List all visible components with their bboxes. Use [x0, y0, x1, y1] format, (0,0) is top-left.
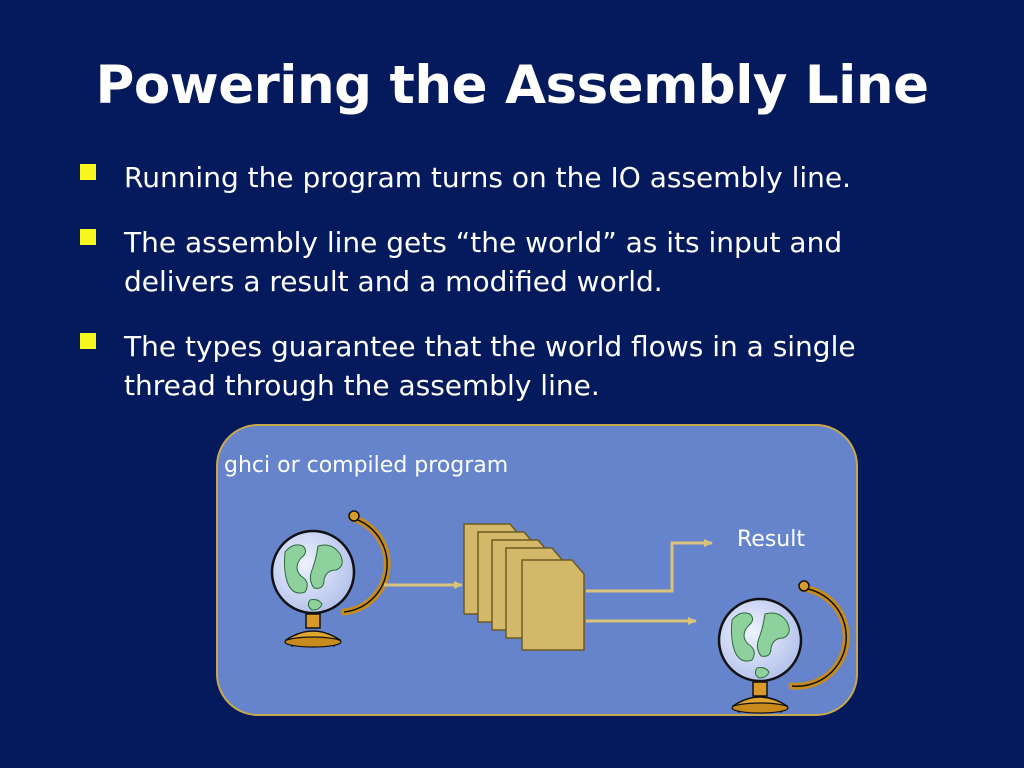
slide-title: Powering the Assembly Line: [95, 55, 929, 116]
container-label: ghci or compiled program: [224, 453, 509, 478]
bullet-text: Running the program turns on the IO asse…: [124, 161, 852, 194]
bullet-text: The types guarantee that the world flows…: [124, 330, 856, 402]
square-bullet-icon: [80, 229, 96, 245]
result-label: Result: [737, 527, 805, 552]
bullet-text: The assembly line gets “the world” as it…: [124, 226, 843, 298]
square-bullet-icon: [80, 333, 96, 349]
square-bullet-icon: [80, 164, 96, 180]
